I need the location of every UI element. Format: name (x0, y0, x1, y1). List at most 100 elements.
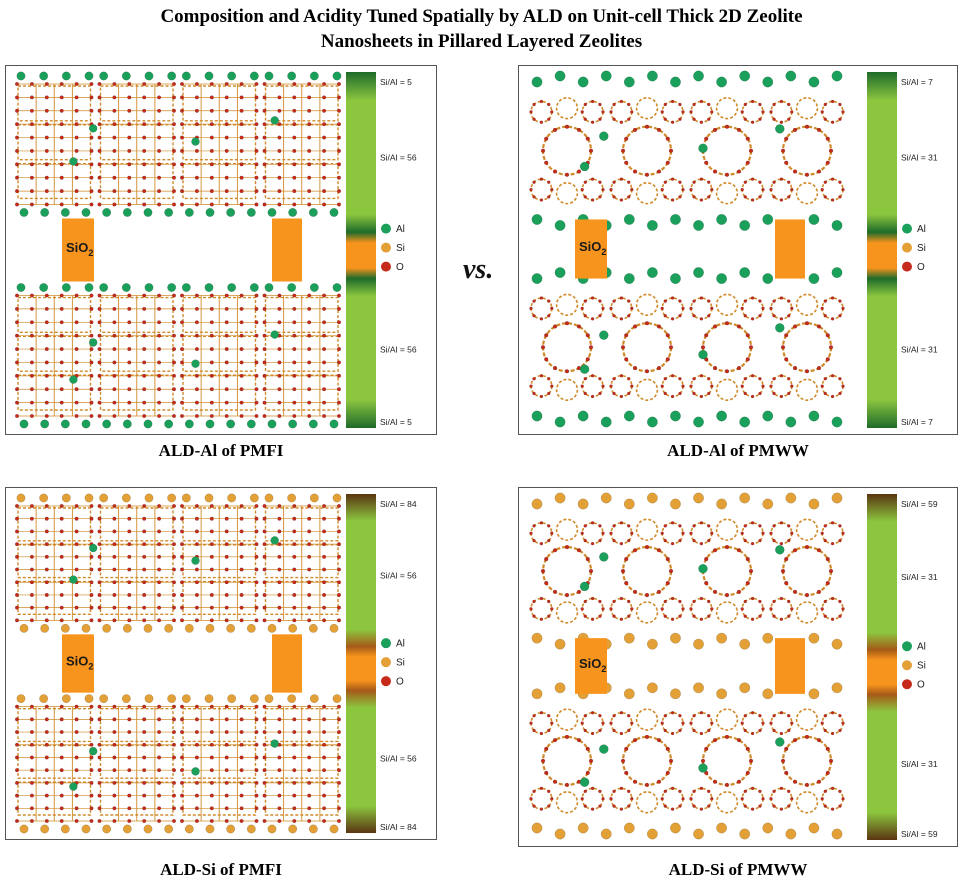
sio2-pillar (272, 218, 302, 282)
surface-atom (329, 208, 339, 217)
sio2-pillar (775, 638, 805, 694)
si-al-ratio-label: Si/Al = 56 (380, 345, 417, 355)
surface-atom (670, 410, 681, 422)
legend-o-marker (381, 676, 391, 687)
interior-al-atom (775, 737, 785, 747)
sio2-pillar (272, 634, 302, 693)
surface-atom (554, 638, 566, 650)
si-al-ratio-label: Si/Al = 56 (380, 570, 417, 580)
surface-atom (762, 688, 774, 700)
surface-atom (288, 824, 298, 834)
interior-al-atom (69, 782, 78, 791)
surface-atom (808, 213, 820, 225)
surface-atom (623, 76, 635, 88)
surface-atom (531, 410, 543, 422)
surface-atom (646, 638, 658, 650)
surface-atom (716, 632, 728, 644)
surface-atom (670, 632, 681, 644)
surface-atom (831, 682, 843, 694)
pillar-rect (575, 638, 607, 694)
surface-atom (309, 71, 319, 81)
surface-atom (84, 493, 94, 503)
interior-al-atom (579, 777, 590, 787)
surface-atom (577, 410, 589, 422)
surface-atom (693, 638, 704, 650)
surface-atom (808, 498, 820, 510)
surface-atom (122, 623, 132, 633)
interior-al-atom (599, 131, 609, 141)
surface-atom (693, 70, 704, 82)
legend-al-marker (902, 641, 912, 652)
surface-atom (227, 71, 237, 81)
surface-atom (61, 493, 71, 503)
surface-atom (309, 694, 319, 704)
surface-atom (102, 208, 112, 217)
surface-atom (329, 419, 339, 429)
surface-atom (808, 822, 820, 834)
surface-atom (246, 623, 256, 633)
interior-al-atom (698, 143, 708, 154)
surface-atom (670, 688, 681, 700)
pillar-rect (775, 638, 805, 694)
surface-atom (288, 208, 298, 217)
legend-si-marker (381, 242, 391, 253)
surface-atom (831, 219, 843, 231)
pillar-rect (62, 634, 94, 693)
pillar-label: SiO2 (66, 240, 93, 258)
interior-al-atom (579, 161, 590, 172)
surface-atom (531, 76, 543, 88)
pillar-rect (775, 219, 805, 279)
legend-al-marker (381, 223, 391, 234)
surface-atom (739, 416, 751, 428)
pillar-subscript: 2 (88, 248, 93, 258)
surface-atom (646, 492, 658, 504)
caption-ald-al-pmww: ALD-Al of PMWW (667, 441, 809, 460)
surface-atom (227, 694, 237, 704)
surface-atom (554, 828, 566, 840)
surface-atom (144, 493, 154, 503)
interior-al-atom (191, 767, 200, 776)
sio2-pillar: SiO2 (62, 634, 94, 693)
surface-atom (808, 688, 820, 700)
pillar-rect (62, 218, 94, 282)
surface-atom (121, 694, 131, 704)
surface-atom (716, 213, 728, 225)
surface-atom (762, 498, 774, 510)
interior-al-atom (579, 364, 590, 374)
surface-atom (164, 824, 174, 834)
surface-atom (84, 694, 94, 704)
surface-atom (531, 632, 543, 644)
surface-atom (531, 498, 543, 510)
surface-atom (831, 638, 843, 650)
legend-si-label: Si (917, 243, 926, 254)
surface-atom (831, 70, 843, 82)
surface-atom (121, 493, 131, 503)
surface-atom (184, 824, 194, 834)
surface-atom (102, 623, 112, 633)
surface-atom (623, 498, 635, 510)
surface-atom (205, 208, 215, 217)
zeolite-nanosheet (529, 70, 845, 231)
surface-atom (716, 688, 728, 700)
surface-atom (143, 208, 153, 217)
surface-atom (81, 623, 91, 633)
surface-atom (16, 283, 26, 292)
sio2-pillar: SiO2 (62, 218, 94, 282)
legend-al-marker (381, 638, 391, 649)
gradient-bar (867, 72, 897, 428)
surface-atom (40, 208, 50, 217)
interior-al-atom (270, 330, 279, 339)
surface-atom (264, 283, 274, 292)
surface-atom (60, 419, 70, 429)
legend-al-label: Al (917, 224, 926, 235)
surface-atom (309, 493, 319, 503)
surface-atom (693, 267, 704, 279)
surface-atom (102, 824, 112, 834)
surface-atom (739, 828, 751, 840)
legend-si-label: Si (917, 661, 926, 672)
surface-atom (716, 410, 728, 422)
interior-al-atom (69, 157, 78, 166)
legend-si-label: Si (396, 243, 405, 254)
